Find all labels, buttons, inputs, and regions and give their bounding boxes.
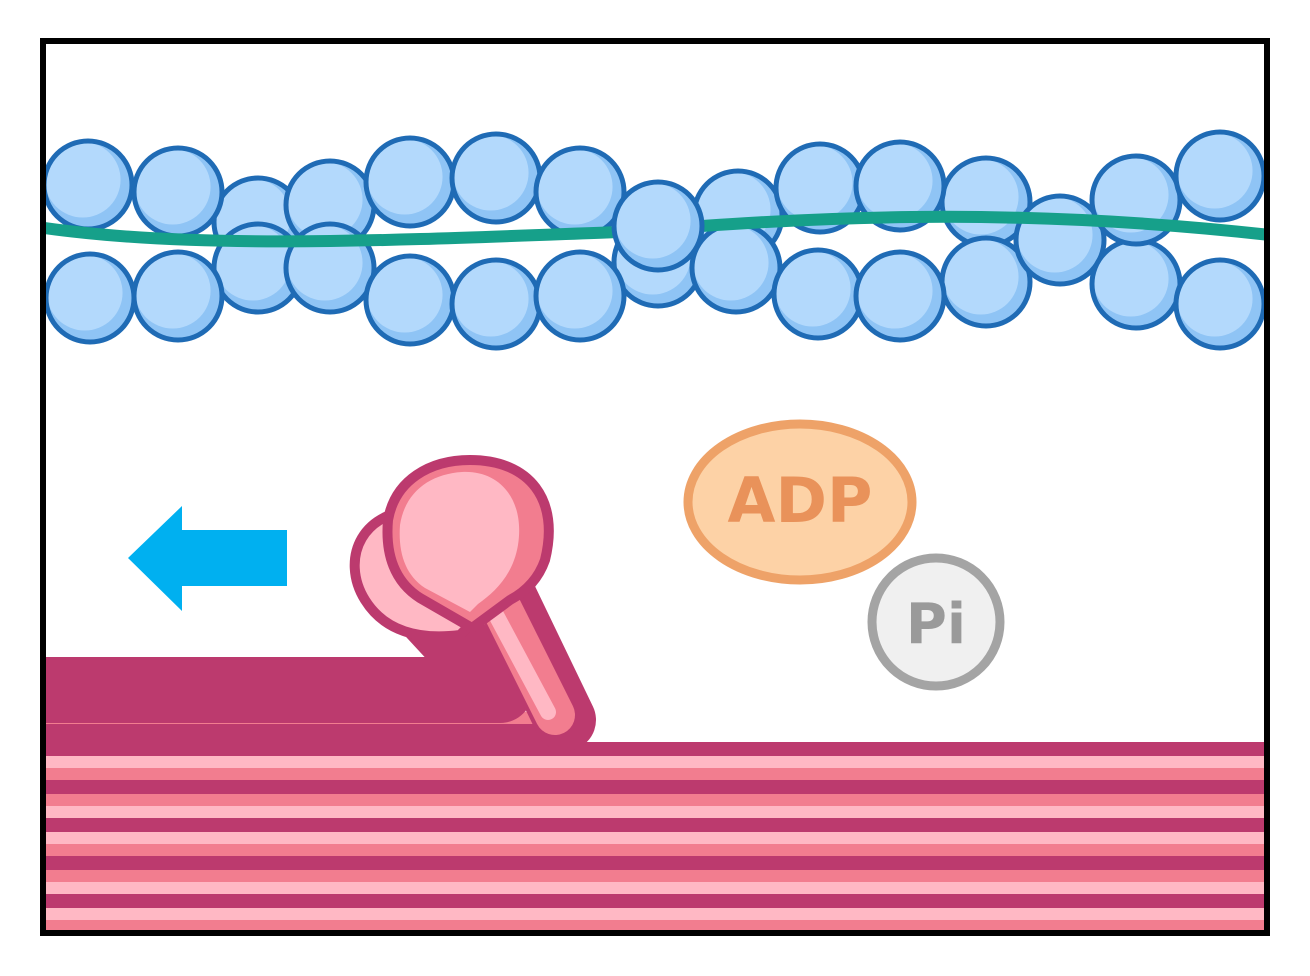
actin-monomer — [853, 139, 947, 233]
left-arrow-icon — [128, 506, 287, 611]
actin-monomer — [689, 221, 783, 315]
actin-filament — [44, 129, 1266, 351]
myosin-head — [44, 455, 596, 751]
actin-monomer — [1173, 257, 1266, 351]
adp-label: ADP — [728, 464, 873, 537]
actin-monomer — [533, 249, 627, 343]
adp-ellipse — [683, 419, 917, 585]
actin-monomer — [283, 158, 377, 252]
actin-monomer — [853, 249, 947, 343]
actin-monomer — [449, 131, 543, 225]
pi-circle — [867, 553, 1005, 691]
actin-monomer — [363, 135, 457, 229]
actin-monomer — [1089, 237, 1183, 331]
adp-molecule: ADP — [683, 419, 917, 585]
actin-monomer — [611, 179, 705, 273]
actin-monomer — [449, 257, 543, 351]
actin-monomer — [131, 145, 225, 239]
actin-monomer — [771, 247, 865, 341]
actin-monomer — [131, 249, 225, 343]
actin-monomer — [533, 145, 627, 239]
frame-border — [40, 38, 1270, 936]
pi-molecule: Pi — [867, 553, 1005, 691]
pi-label: Pi — [906, 592, 966, 657]
actin-monomer — [363, 253, 457, 347]
actin-monomer — [1173, 129, 1266, 223]
actin-monomer — [44, 251, 137, 345]
actin-monomer — [44, 138, 135, 232]
